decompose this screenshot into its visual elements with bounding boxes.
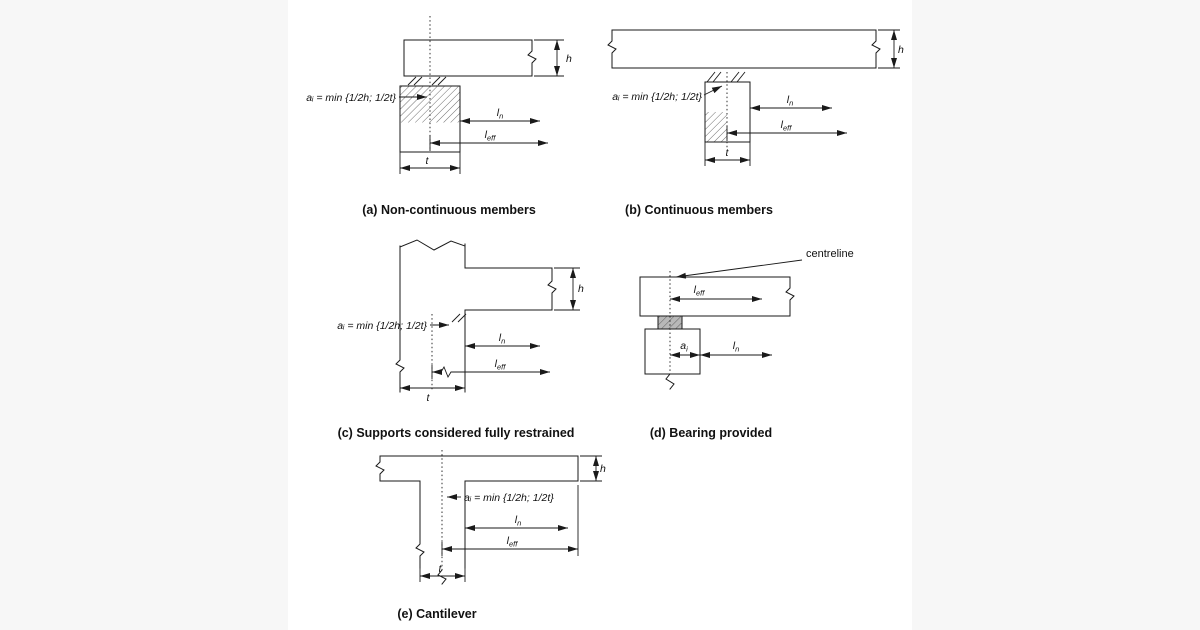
ai-formula-label: aᵢ = min {1/2h; 1/2t} <box>612 91 702 103</box>
t-label: t <box>726 147 730 159</box>
ln-dimension: ln <box>460 107 540 124</box>
ln-label: ln <box>497 107 504 121</box>
caption-c: (c) Supports considered fully restrained <box>338 426 575 440</box>
h-dimension: h <box>554 267 584 311</box>
ai-formula-label: aᵢ = min {1/2h; 1/2t} <box>306 92 396 104</box>
leff-dimension: leff <box>429 129 548 151</box>
figure-a: aᵢ = min {1/2h; 1/2t} h ln leff t (a) No… <box>306 16 572 217</box>
centreline-leader-arrow <box>675 259 803 279</box>
beam-break-mark-right <box>871 29 881 69</box>
centreline-label: centreline <box>806 248 854 260</box>
t-dimension: t <box>704 142 751 166</box>
ln-label: ln <box>787 94 794 108</box>
figure-e: aᵢ = min {1/2h; 1/2t} h ln leff t (e) Ca… <box>375 450 606 621</box>
caption-b: (b) Continuous members <box>625 203 773 217</box>
h-dimension: h <box>878 29 904 69</box>
ai-dimension: ai <box>670 340 700 358</box>
ln-label: ln <box>499 332 506 346</box>
beam-break-mark <box>527 39 537 77</box>
centerline-break-mark <box>665 373 675 390</box>
bearing-hatch-marks <box>451 313 467 323</box>
leff-label: leff <box>495 358 507 372</box>
h-dimension: h <box>534 39 572 77</box>
support-hatching <box>400 86 460 123</box>
ai-formula-label: aᵢ = min {1/2h; 1/2t} <box>337 320 427 332</box>
bearing-hatch-marks <box>706 71 746 83</box>
leff-dimension: leff <box>726 119 847 141</box>
support-outline <box>704 81 751 143</box>
h-label: h <box>600 463 606 475</box>
leff-label: leff <box>781 119 793 133</box>
caption-d: (d) Bearing provided <box>650 426 772 440</box>
t-dimension: t <box>399 152 461 174</box>
support-outline <box>644 328 701 375</box>
h-dimension: h <box>580 455 606 482</box>
ln-dimension: ln <box>465 514 568 531</box>
column-left-edge <box>415 480 425 569</box>
column-left-edge <box>395 245 405 393</box>
ai-label: ai <box>680 340 688 354</box>
figure-c: aᵢ = min {1/2h; 1/2t} h ln leff t (c) Su… <box>337 239 584 440</box>
bearing-pad-hatching <box>658 316 682 329</box>
page-margin-right <box>912 0 1200 630</box>
beam-break-mark-left <box>607 29 617 69</box>
t-label: t <box>426 155 430 167</box>
t-dimension: t <box>419 563 466 582</box>
ln-label: ln <box>733 340 740 354</box>
leff-label: leff <box>694 284 706 298</box>
ln-dimension: ln <box>750 94 832 111</box>
bearing-hatch-marks <box>407 76 447 86</box>
page-margin-left <box>0 0 288 630</box>
t-dimension: t <box>400 385 465 404</box>
caption-a: (a) Non-continuous members <box>362 203 536 217</box>
h-label: h <box>578 283 584 295</box>
h-label: h <box>566 53 572 65</box>
ai-leader-arrow <box>703 85 723 96</box>
t-label: t <box>439 563 443 575</box>
beam-break-mark <box>785 276 795 317</box>
slab-break-mark <box>375 455 385 482</box>
h-label: h <box>898 44 904 56</box>
leff-label: leff <box>485 129 497 143</box>
beam-outline <box>403 39 533 77</box>
ai-formula-label: aᵢ = min {1/2h; 1/2t} <box>464 492 554 504</box>
leff-dimension: leff <box>431 358 550 379</box>
leff-dimension: leff <box>670 284 762 302</box>
ln-dimension: ln <box>465 332 540 349</box>
ln-dimension: ln <box>700 340 772 358</box>
leff-dimension: leff <box>441 485 579 556</box>
support-hatching <box>705 112 727 142</box>
figure-d: centreline leff ai ln (d) Bearing provid… <box>639 248 854 440</box>
leff-label: leff <box>507 535 519 549</box>
figure-b: aᵢ = min {1/2h; 1/2t} h ln leff t (b) Co… <box>607 29 904 217</box>
beam-break-mark <box>547 267 557 311</box>
t-label: t <box>427 392 431 404</box>
ln-label: ln <box>515 514 522 528</box>
caption-e: (e) Cantilever <box>397 607 476 621</box>
column-top-break-mark <box>399 239 466 251</box>
